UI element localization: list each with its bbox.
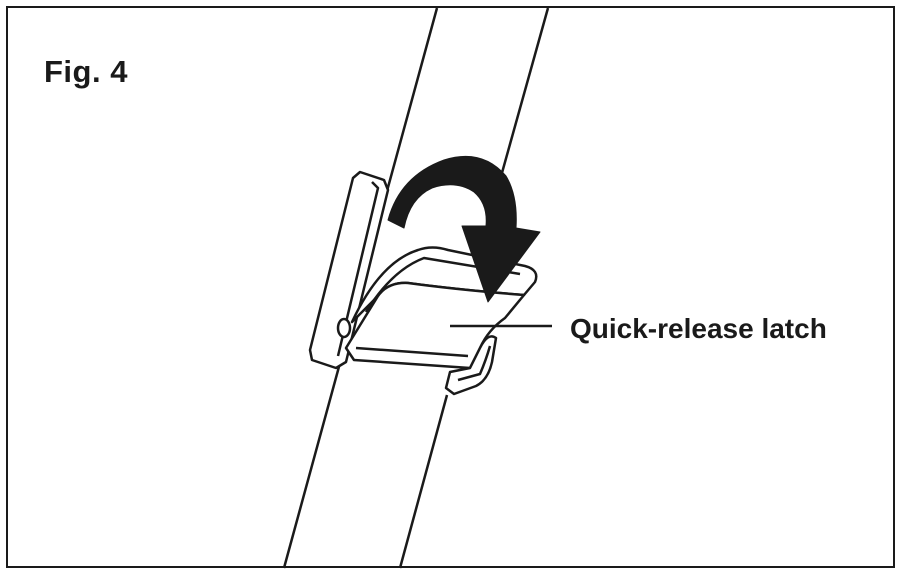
clamp-plate-inner [336,181,380,357]
lever-top-inner [364,256,521,313]
lever-lower-tab-inner [457,345,492,382]
lever-front-edge [355,346,469,358]
rotation-arrow [387,155,541,303]
callout-label-quick-release-latch: Quick-release latch [570,313,827,344]
clamp-plate-outer [308,170,390,370]
clamp-plate [308,170,390,370]
hinge-pin [336,317,352,339]
pole-right-edge-upper [498,7,550,181]
pole-right-edge-lower [398,394,449,569]
figure-label: Fig. 4 [44,54,128,89]
